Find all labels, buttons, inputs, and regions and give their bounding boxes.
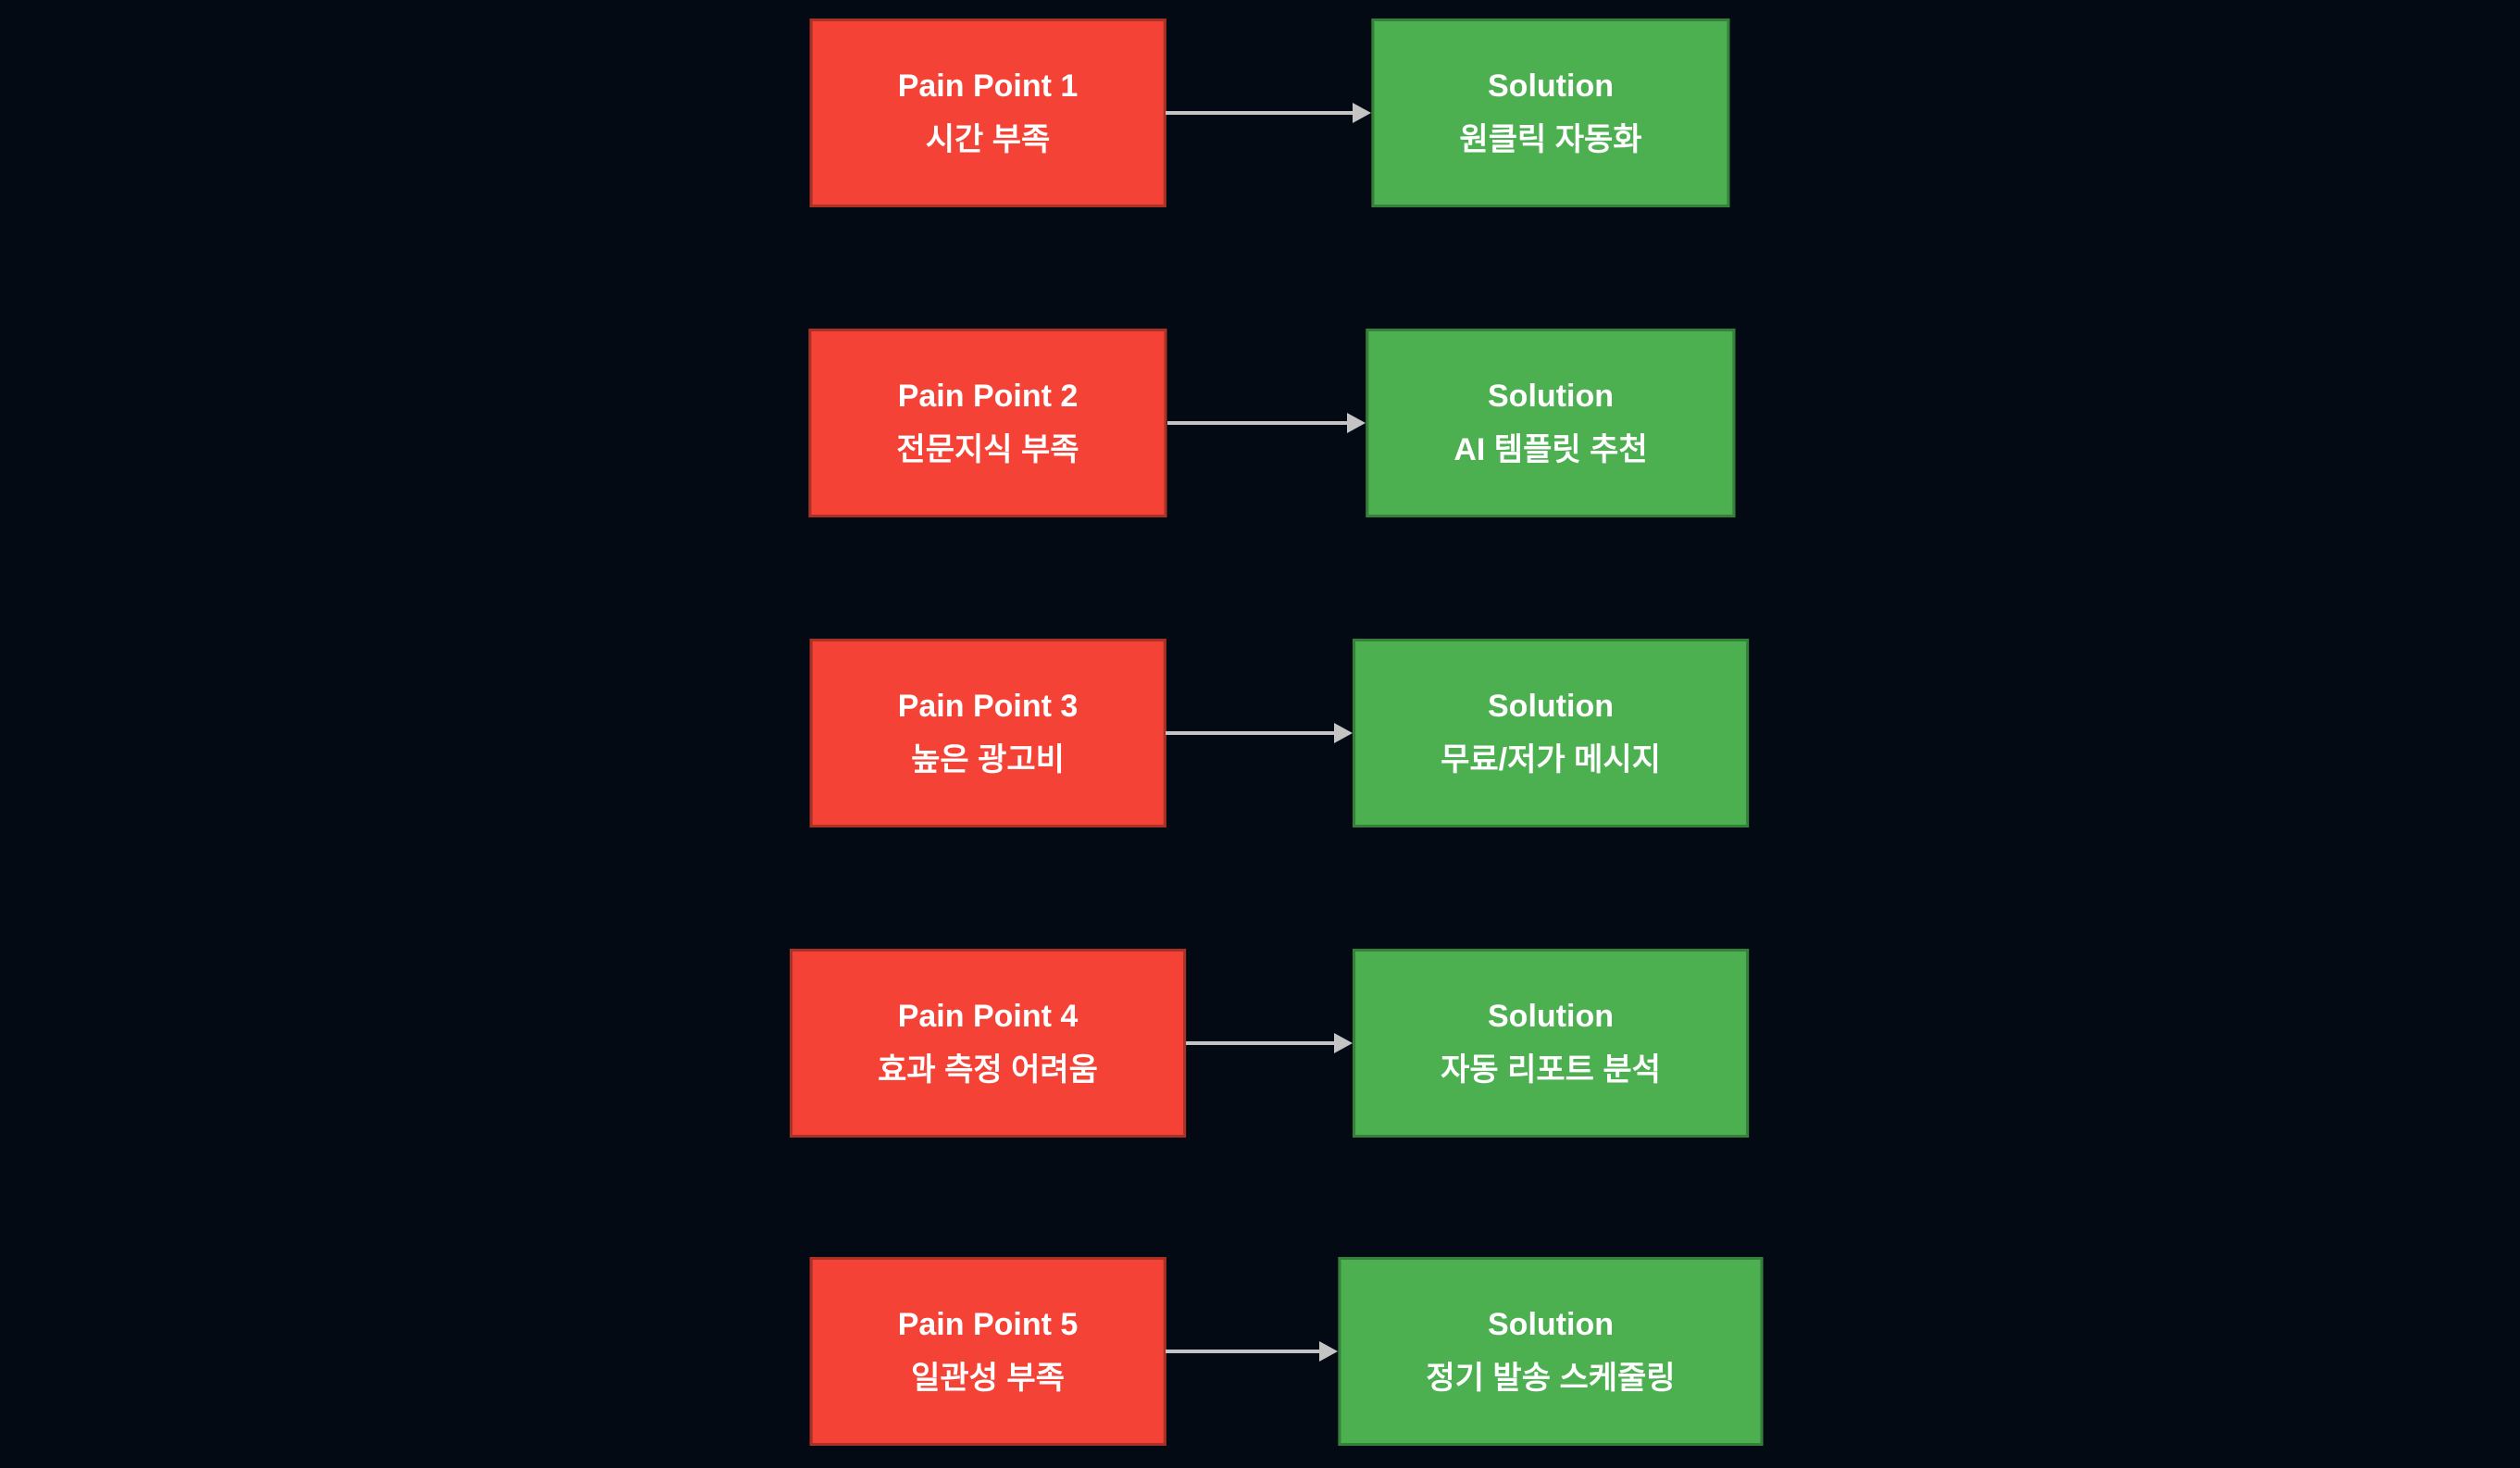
solution-box-5: Solution 정기 발송 스케줄링 [1338, 1257, 1764, 1446]
pain-point-title: Pain Point 1 [897, 68, 1079, 104]
solution-title: Solution [1488, 68, 1614, 104]
pain-point-subtitle: 전문지식 부족 [896, 432, 1079, 467]
pain-point-subtitle: 높은 광고비 [911, 742, 1065, 778]
solution-subtitle: AI 템플릿 추천 [1453, 432, 1648, 467]
mapping-row-3: Pain Point 3 높은 광고비 Solution 무료/저가 메시지 [0, 639, 2520, 827]
arrow-connector-5 [1166, 1341, 1339, 1362]
arrow-head-icon [1319, 1341, 1339, 1362]
solution-box-3: Solution 무료/저가 메시지 [1353, 639, 1749, 827]
arrow-head-icon [1347, 413, 1366, 433]
mapping-row-5: Pain Point 5 일관성 부족 Solution 정기 발송 스케줄링 [0, 1257, 2520, 1446]
solution-subtitle: 정기 발송 스케줄링 [1426, 1361, 1676, 1396]
solution-subtitle: 자동 리포트 분석 [1441, 1052, 1661, 1088]
arrow-head-icon [1334, 723, 1354, 743]
arrow-shaft [1166, 111, 1354, 115]
mapping-row-2: Pain Point 2 전문지식 부족 Solution AI 템플릿 추천 [0, 329, 2520, 517]
pain-point-title: Pain Point 4 [897, 999, 1079, 1034]
arrow-connector-2 [1166, 413, 1366, 433]
solution-title: Solution [1488, 689, 1614, 724]
arrow-shaft [1166, 1350, 1320, 1353]
arrow-connector-4 [1185, 1033, 1354, 1053]
mapping-row-1: Pain Point 1 시간 부족 Solution 원클릭 자동화 [0, 19, 2520, 207]
arrow-shaft [1185, 1041, 1335, 1045]
pain-point-title: Pain Point 3 [897, 689, 1079, 724]
solution-title: Solution [1488, 999, 1614, 1034]
pain-point-subtitle: 효과 측정 어려움 [878, 1052, 1098, 1088]
solution-box-2: Solution AI 템플릿 추천 [1366, 329, 1736, 517]
arrow-shaft [1166, 731, 1335, 735]
arrow-connector-1 [1166, 103, 1372, 123]
arrow-shaft [1166, 421, 1348, 425]
pain-point-box-2: Pain Point 2 전문지식 부족 [808, 329, 1167, 517]
pain-point-title: Pain Point 2 [897, 379, 1079, 414]
pain-point-subtitle: 시간 부족 [925, 122, 1051, 157]
solution-box-1: Solution 원클릭 자동화 [1371, 19, 1730, 207]
arrow-connector-3 [1166, 723, 1354, 743]
arrow-head-icon [1334, 1033, 1354, 1053]
pain-point-box-4: Pain Point 4 효과 측정 어려움 [790, 949, 1186, 1138]
arrow-head-icon [1353, 103, 1372, 123]
pain-point-title: Pain Point 5 [897, 1307, 1079, 1342]
pain-point-box-5: Pain Point 5 일관성 부족 [809, 1257, 1166, 1446]
solution-box-4: Solution 자동 리포트 분석 [1353, 949, 1749, 1138]
pain-point-box-3: Pain Point 3 높은 광고비 [809, 639, 1166, 827]
solution-subtitle: 원클릭 자동화 [1459, 122, 1642, 157]
solution-title: Solution [1488, 379, 1614, 414]
mapping-row-4: Pain Point 4 효과 측정 어려움 Solution 자동 리포트 분… [0, 949, 2520, 1138]
solution-subtitle: 무료/저가 메시지 [1441, 742, 1661, 778]
pain-point-subtitle: 일관성 부족 [911, 1361, 1065, 1396]
solution-title: Solution [1488, 1307, 1614, 1342]
pain-point-box-1: Pain Point 1 시간 부족 [809, 19, 1166, 207]
